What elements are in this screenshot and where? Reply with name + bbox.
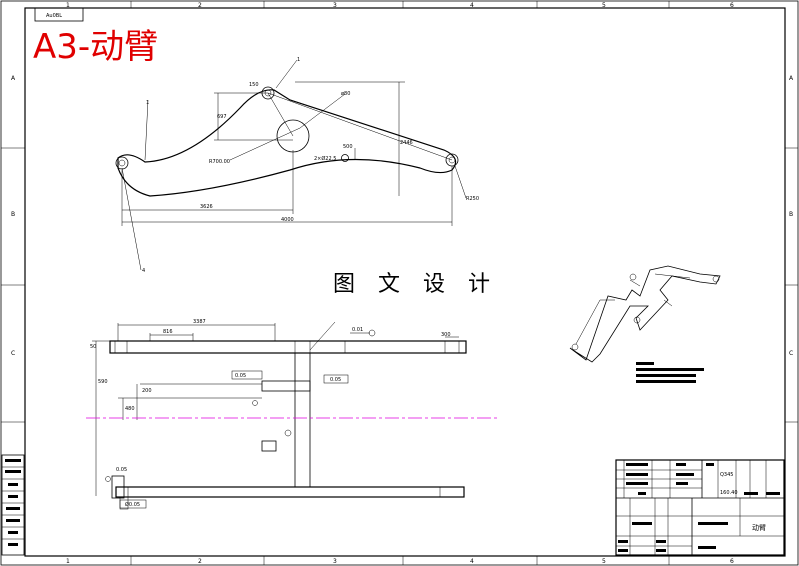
dim-300: 300 (441, 332, 451, 338)
dim-200: 200 (142, 388, 152, 394)
lower-boss (261, 440, 277, 452)
zone-row-c-right: C (789, 350, 793, 357)
drawing-number-text: Au0BL (46, 13, 62, 19)
part-name: 动臂 (752, 523, 766, 532)
zone-row-a: A (11, 75, 16, 82)
tol-4: 0.05 (116, 467, 127, 473)
leader-1-label: 1 (146, 100, 149, 106)
zone-row-a-right: A (789, 75, 794, 82)
title-block (615, 459, 785, 556)
zone-col-2: 2 (198, 2, 202, 9)
watermark-text: 图 文 设 计 (333, 272, 498, 297)
dim-50: 50 (90, 344, 96, 350)
plan-view (86, 321, 498, 510)
mass-text: 160.40 (720, 490, 738, 496)
zone-col-1-bottom: 1 (66, 558, 70, 565)
side-view (115, 59, 467, 271)
tol-3: 0.01 (352, 327, 363, 333)
flatness: Ø0.05 (125, 501, 140, 508)
dim-3387: 3387 (193, 319, 206, 325)
zone-row-b: B (11, 211, 15, 218)
small-hole (341, 154, 349, 162)
dim-hole: 2×Ø22.5 (314, 155, 336, 162)
leader-4-label: 4 (142, 268, 145, 274)
dim-r250: R250 (466, 196, 479, 202)
top-rail (109, 340, 467, 354)
zone-row-b-right: B (789, 211, 793, 218)
dim-590: 590 (98, 379, 108, 385)
bottom-rail (115, 486, 465, 498)
dim-phi80: ø80 (341, 91, 350, 97)
dim-4000: 4000 (281, 217, 294, 223)
revision-strip (1, 454, 25, 556)
leader-2-label: 1 (297, 57, 300, 63)
dim-500: 500 (343, 144, 353, 150)
tol-frame-2 (323, 374, 349, 384)
tol-frame-1 (231, 370, 263, 380)
zone-col-3: 3 (333, 2, 337, 9)
zone-col-3-bottom: 3 (333, 558, 337, 565)
boom-outline (117, 89, 457, 197)
detail-lug (111, 475, 125, 499)
flat-frame (119, 499, 147, 509)
dim-816: 816 (163, 329, 173, 335)
material-text: Q345 (720, 472, 733, 478)
tol-2: 0.05 (330, 377, 341, 383)
zone-col-4: 4 (470, 2, 474, 9)
inner-frame (24, 7, 786, 557)
dim-r700: R700.00 (209, 159, 230, 165)
dim-2446: 2446 (400, 140, 413, 146)
dim-480: 480 (125, 406, 135, 412)
dim-150: 150 (249, 82, 259, 88)
zone-row-c: C (11, 350, 15, 357)
middle-boss (261, 380, 311, 392)
zone-col-1: 1 (66, 2, 70, 9)
dim-697: 697 (217, 114, 227, 120)
isometric-view (569, 265, 721, 363)
tech-notes (636, 362, 704, 383)
zone-col-6-bottom: 6 (730, 558, 734, 565)
dim-3626: 3626 (200, 204, 213, 210)
zone-col-6: 6 (730, 2, 734, 9)
zone-col-4-bottom: 4 (470, 558, 474, 565)
zone-col-5: 5 (602, 2, 606, 9)
drawing-number-box (34, 7, 84, 22)
tol-1: 0.05 (235, 373, 246, 379)
sheet-title-tag: A3-动臂 (33, 27, 158, 67)
zone-col-2-bottom: 2 (198, 558, 202, 565)
zone-col-5-bottom: 5 (602, 558, 606, 565)
